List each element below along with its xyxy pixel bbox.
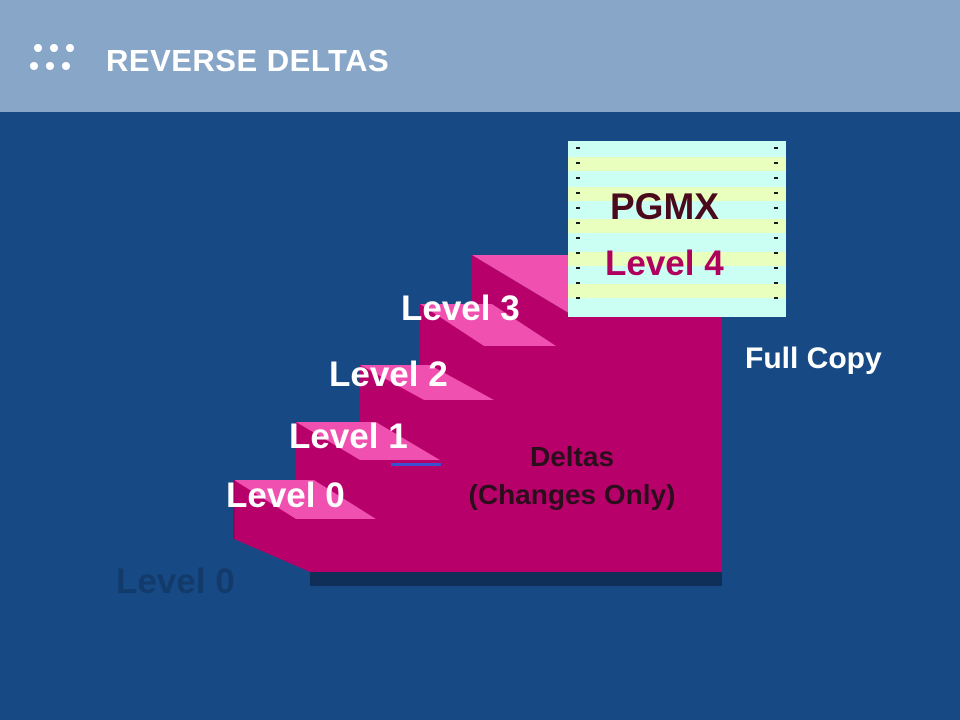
- step-tread-1: [296, 422, 440, 460]
- level-1-underline: [391, 463, 441, 466]
- deltas-label-line1: Deltas: [529, 441, 615, 472]
- staircase-body: [234, 255, 722, 572]
- page-title: REVERSE DELTAS: [106, 43, 390, 78]
- deltas-label: Deltas (Changes Only): [432, 438, 712, 514]
- perforation-left: [576, 147, 580, 299]
- ghost-level-label: Level 0: [116, 562, 235, 601]
- perforation-right: [774, 147, 778, 299]
- step-tread-top: [472, 255, 572, 315]
- printout-title: PGMX: [610, 186, 719, 227]
- step-tread-2: [360, 365, 494, 400]
- header-bar: REVERSE DELTAS: [0, 0, 960, 112]
- deltas-label-line2: (Changes Only): [468, 479, 676, 510]
- step-label-level-2: Level 2: [329, 355, 448, 394]
- step-label-level-3: Level 3: [401, 289, 520, 328]
- full-copy-label: Full Copy: [745, 342, 882, 375]
- printout-sheet: [568, 141, 786, 317]
- staircase-shadow: [310, 572, 722, 586]
- step-tread-0: [234, 480, 376, 519]
- step-label-level-0: Level 0: [226, 476, 345, 515]
- bullet-dots-icon: [30, 42, 80, 74]
- printout-level-label: Level 4: [605, 244, 724, 283]
- step-label-level-1: Level 1: [289, 417, 408, 456]
- step-tread-3: [420, 304, 556, 346]
